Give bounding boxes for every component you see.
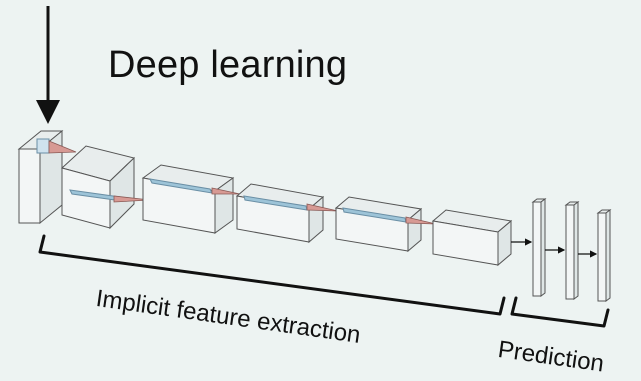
kernel-projection: [306, 203, 339, 212]
conv-layer-1: [60, 145, 135, 230]
kernel-projection: [48, 140, 77, 154]
dense-layer-3: [596, 209, 612, 302]
diagram-title: Deep learning: [108, 44, 348, 86]
conv-layer-2: [141, 164, 235, 234]
conv-layer-5: [431, 209, 513, 267]
conv-layer-3: [235, 183, 325, 244]
dense-layer-1: [531, 198, 547, 297]
kernel-projection: [405, 216, 437, 225]
dense-layer-2: [564, 201, 580, 300]
kernel-projection: [211, 187, 241, 195]
conv-layer-4: [334, 196, 423, 253]
feature-bracket: [38, 234, 506, 316]
kernel-projection: [113, 195, 151, 203]
prediction-bracket: [510, 296, 610, 328]
